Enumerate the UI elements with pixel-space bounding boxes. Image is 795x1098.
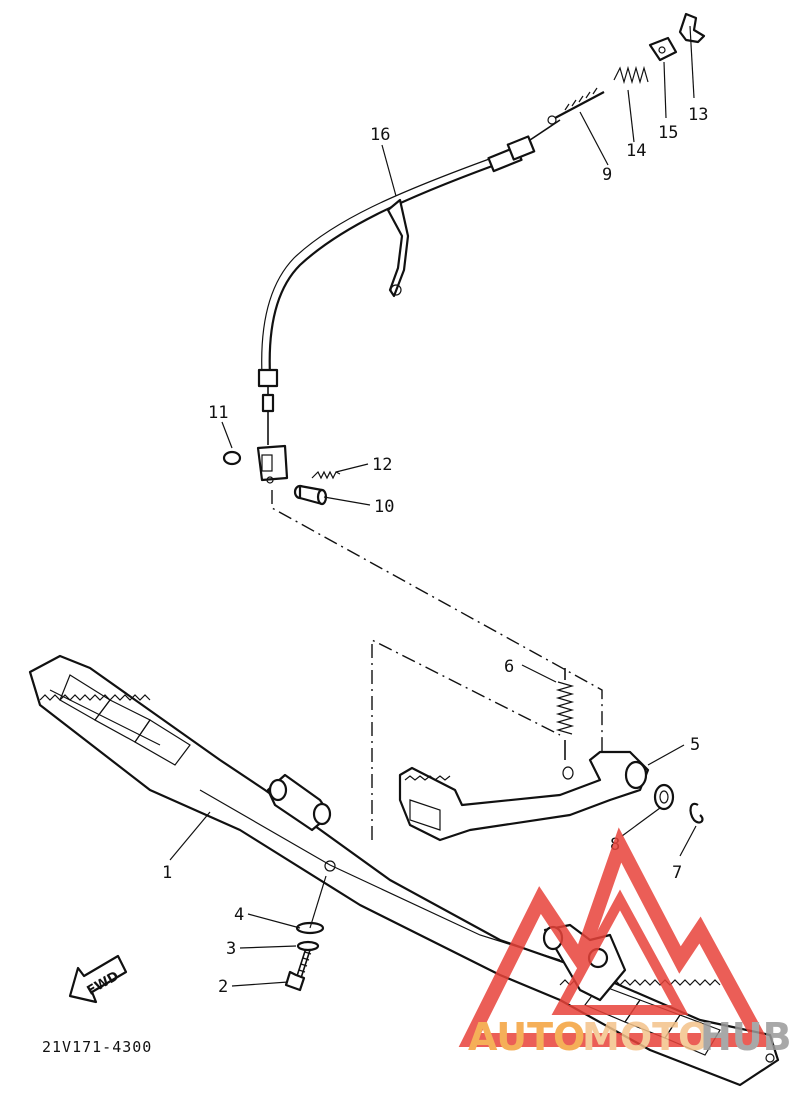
pedal-washer bbox=[653, 783, 675, 811]
pedal-spring bbox=[555, 668, 575, 760]
part-label-16: 16 bbox=[370, 125, 390, 145]
part-label-6: 6 bbox=[504, 657, 514, 677]
spring-washer bbox=[296, 940, 320, 952]
part-label-14: 14 bbox=[626, 141, 646, 161]
watermark-text-hub: HUB bbox=[700, 1015, 792, 1059]
part-label-3: 3 bbox=[226, 939, 236, 959]
brake-pedal bbox=[398, 750, 650, 842]
bolt bbox=[284, 944, 312, 992]
part-label-9: 9 bbox=[602, 165, 612, 185]
wing-nut bbox=[678, 12, 706, 44]
part-label-7: 7 bbox=[672, 863, 682, 883]
e-clip bbox=[689, 802, 704, 824]
part-label-10: 10 bbox=[374, 497, 394, 517]
clevis-pin bbox=[293, 484, 328, 506]
part-label-11: 11 bbox=[208, 403, 228, 423]
cotter-pin bbox=[311, 470, 341, 480]
watermark-text-moto: MOTO bbox=[582, 1015, 710, 1059]
part-label-1: 1 bbox=[162, 863, 172, 883]
adjusting-nut bbox=[648, 36, 678, 62]
plate-washer bbox=[295, 875, 327, 935]
watermark-logo: AUTO MOTO HUB bbox=[458, 827, 792, 1059]
part-label-15: 15 bbox=[658, 123, 678, 143]
part-label-13: 13 bbox=[688, 105, 708, 125]
part-label-2: 2 bbox=[218, 977, 228, 997]
return-spring bbox=[613, 65, 649, 85]
part-label-12: 12 bbox=[372, 455, 392, 475]
cable-guide-clamp bbox=[386, 198, 410, 298]
adjusting-rod bbox=[547, 87, 605, 125]
assembly-lines bbox=[271, 490, 603, 840]
forward-arrow-icon: FWD bbox=[68, 954, 128, 1004]
reference-code: 21V171-4300 bbox=[42, 1038, 152, 1056]
watermark-text-auto: AUTO bbox=[468, 1015, 585, 1059]
cotter-washer bbox=[222, 450, 242, 466]
part-label-4: 4 bbox=[234, 905, 244, 925]
leader-lines bbox=[169, 25, 697, 987]
part-label-5: 5 bbox=[690, 735, 700, 755]
brake-cable bbox=[256, 119, 561, 484]
